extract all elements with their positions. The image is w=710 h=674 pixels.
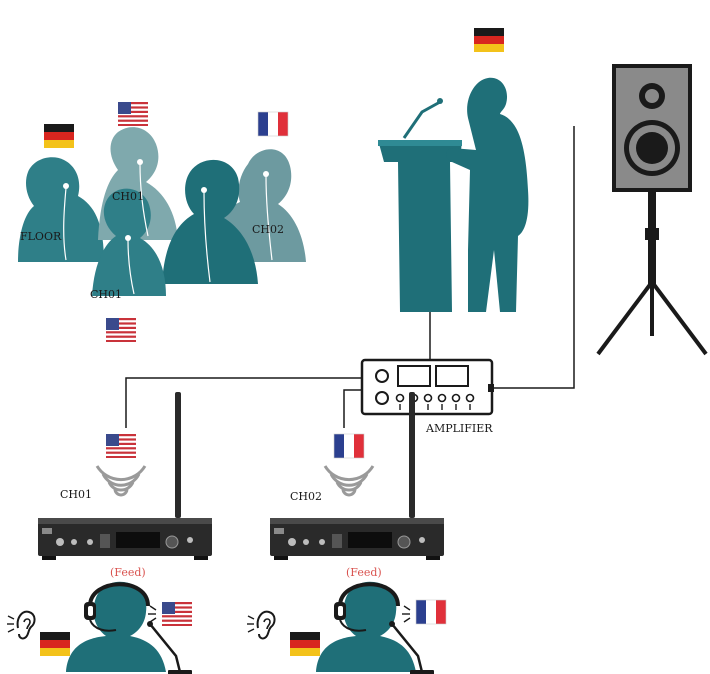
amplifier-to-ch01-line [125, 377, 362, 428]
flag-france-interpreter2-icon [415, 599, 447, 625]
ch01-transmitter-label: CH01 [60, 488, 93, 501]
ch01-audience-front-label: CH01 [90, 288, 123, 301]
floor-label: FLOOR [20, 230, 62, 243]
wireless-transmitter-ch02-icon [269, 392, 445, 561]
flag-germany-interpreter1-icon [40, 632, 70, 656]
amplifier-icon [360, 358, 494, 416]
flag-usa-ch01-bottom-icon [106, 318, 136, 342]
interpreter2-with-headset-icon [314, 579, 418, 674]
feed-1-label: (Feed) [110, 566, 146, 579]
flag-germany-speaker-icon [474, 28, 504, 52]
speech-marks-interpreter1-icon [148, 605, 157, 623]
ch02-transmitter-label: CH02 [290, 490, 323, 503]
wireless-transmitter-ch01-icon [37, 392, 213, 561]
speaker-at-podium-icon [378, 77, 529, 312]
flag-usa-transmitter-ch01-icon [106, 434, 136, 458]
flag-germany-interpreter2-icon [290, 632, 320, 656]
wireless-waves-ch01-icon [95, 464, 147, 497]
flag-france-transmitter-ch02-icon [333, 433, 365, 459]
feed-2-label: (Feed) [346, 566, 382, 579]
speech-marks-interpreter2-icon [402, 605, 411, 623]
ch01-audience-label: CH01 [112, 190, 145, 203]
ear-interpreter1-icon [6, 610, 36, 640]
wireless-waves-ch02-icon [323, 464, 375, 497]
flag-france-ch02-icon [257, 111, 289, 137]
flag-germany-floor-icon [44, 124, 74, 148]
ear-interpreter2-icon [246, 610, 276, 640]
loudspeaker-on-tripod-icon [596, 64, 708, 356]
amplifier-to-loudspeaker-line [494, 126, 575, 389]
audience-people-with-earphones-icon [18, 127, 306, 296]
flag-usa-ch01-icon [118, 102, 148, 126]
flag-usa-interpreter1-icon [162, 602, 192, 626]
ch02-audience-label: CH02 [252, 223, 285, 236]
amplifier-label: AMPLIFIER [426, 422, 493, 435]
